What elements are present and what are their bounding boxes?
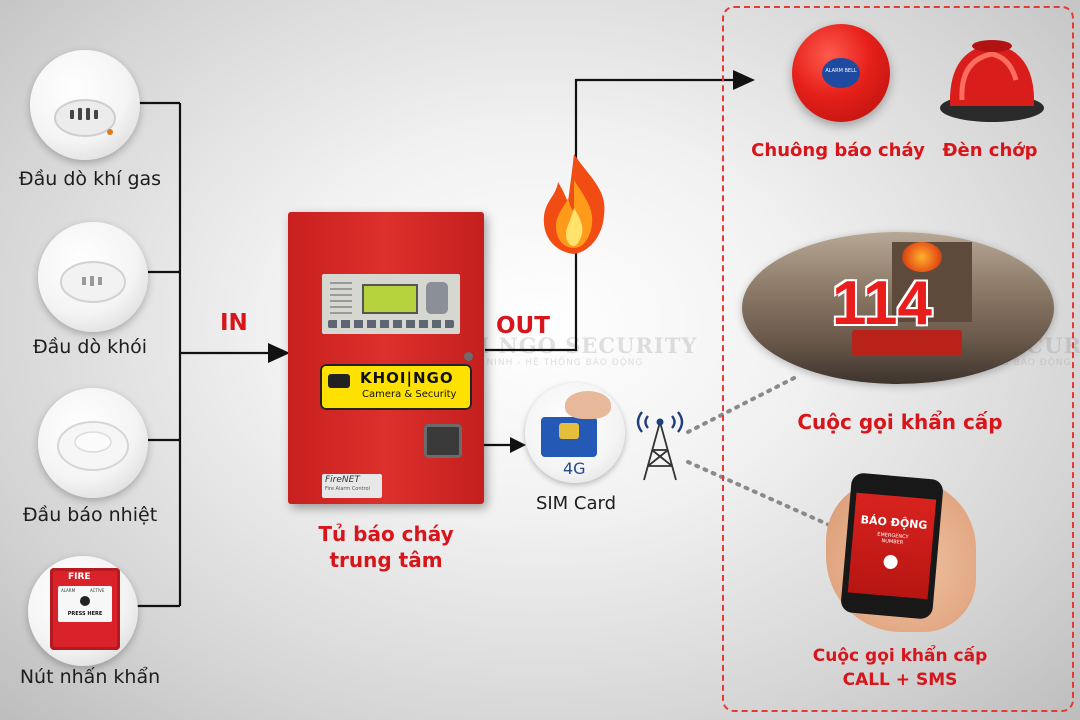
output-arrow <box>733 70 755 90</box>
output-devices-region <box>722 6 1074 712</box>
panel-model-name: FireNET <box>325 475 360 485</box>
emergency-number: 114 <box>832 269 933 338</box>
brand-tagline: Camera & Security <box>362 389 457 400</box>
panel-lcd-screen <box>362 284 418 314</box>
panel-nav-pad-icon <box>426 282 448 314</box>
strobe-light-label: Đèn chớp <box>942 140 1038 161</box>
phone-call-label-line1: Cuộc gọi khẩn cấp <box>812 646 988 666</box>
sensor-label-gas: Đầu dò khí gas <box>18 168 162 190</box>
phone-screen-title: BÁO ĐỘNG <box>860 513 928 532</box>
sim-network-label: 4G <box>563 459 586 478</box>
panel-model-sub: Fire Alarm Control <box>325 486 370 492</box>
antenna-tower-icon <box>636 411 684 481</box>
manual-call-point-icon: FIRE ALARM ACTIVE PRESS HERE <box>28 556 138 666</box>
call-point-box: FIRE ALARM ACTIVE PRESS HERE <box>50 568 120 650</box>
alarm-bell-icon: ALARM BELL <box>792 24 890 122</box>
emergency-call-label: Cuộc gọi khẩn cấp <box>797 410 1003 434</box>
call-point-button-icon <box>80 596 90 606</box>
gas-detector-icon <box>30 50 140 160</box>
gsm-module-icon <box>424 424 462 458</box>
call-point-fire-text: FIRE <box>68 572 91 582</box>
fire-alarm-panel: KHOI|NGO Camera & Security FireNET Fire … <box>288 212 484 504</box>
phone-screen: BÁO ĐỘNG EMERGENCY NUMBER <box>847 492 937 600</box>
panel-label-line1: Tủ báo cháy <box>318 522 454 546</box>
panel-button-row <box>328 320 454 328</box>
panel-led-column <box>330 282 352 314</box>
panel-key-icon <box>464 352 473 361</box>
brand-name-part1: KHOI <box>360 369 407 387</box>
sim-card-label: SIM Card <box>535 493 617 514</box>
alarm-bell-plate: ALARM BELL <box>822 58 860 88</box>
flame-icon <box>543 154 605 254</box>
brand-name-part2: NGO <box>413 369 454 387</box>
call-point-active-text: ACTIVE <box>90 588 105 593</box>
strobe-light-icon <box>940 40 1044 122</box>
brand-separator: | <box>406 369 413 387</box>
phone-call-label-line2: CALL + SMS <box>842 670 958 690</box>
sim-chip-icon <box>559 423 579 439</box>
brand-logo: KHOI|NGO Camera & Security <box>320 364 472 410</box>
call-point-face: ALARM ACTIVE PRESS HERE <box>58 586 112 622</box>
alarm-bell-text: ALARM BELL <box>825 68 857 74</box>
call-point-press-text: PRESS HERE <box>67 611 103 617</box>
sim-card-icon: 4G <box>525 383 625 483</box>
sim-arrow <box>510 437 526 453</box>
panel-control-area <box>322 274 460 334</box>
wireless-line-emergency <box>686 373 802 434</box>
phone-call-icon <box>883 554 899 570</box>
alarm-bell-label: Chuông báo cháy <box>751 140 925 161</box>
sensor-label-call-point: Nút nhấn khẩn <box>19 666 161 688</box>
sensor-label-smoke: Đầu dò khói <box>32 336 148 358</box>
smoke-detector-icon <box>38 222 148 332</box>
in-label: IN <box>220 310 248 336</box>
fire-scene-photo <box>742 232 1054 384</box>
fire-scene-truck <box>852 330 962 356</box>
finger-icon <box>565 391 611 419</box>
sim-card-body <box>541 417 597 457</box>
camera-icon <box>328 374 350 388</box>
sensor-label-heat: Đầu báo nhiệt <box>22 504 158 526</box>
call-point-alarm-text: ALARM <box>61 588 76 593</box>
watermark-subtitle: CAMERA AN NINH - HỆ THỐNG BÁO ĐỘNG <box>420 358 644 368</box>
phone-icon: BÁO ĐỘNG EMERGENCY NUMBER <box>840 472 944 620</box>
input-arrow <box>268 343 290 363</box>
wireless-line-phone <box>686 460 847 534</box>
panel-model-label: FireNET Fire Alarm Control <box>322 474 382 498</box>
brand-name: KHOI|NGO <box>360 369 454 387</box>
fire-scene-flame <box>902 242 942 272</box>
panel-label-line2: trung tâm <box>329 548 443 572</box>
out-label: OUT <box>496 313 550 339</box>
heat-detector-icon <box>38 388 148 498</box>
